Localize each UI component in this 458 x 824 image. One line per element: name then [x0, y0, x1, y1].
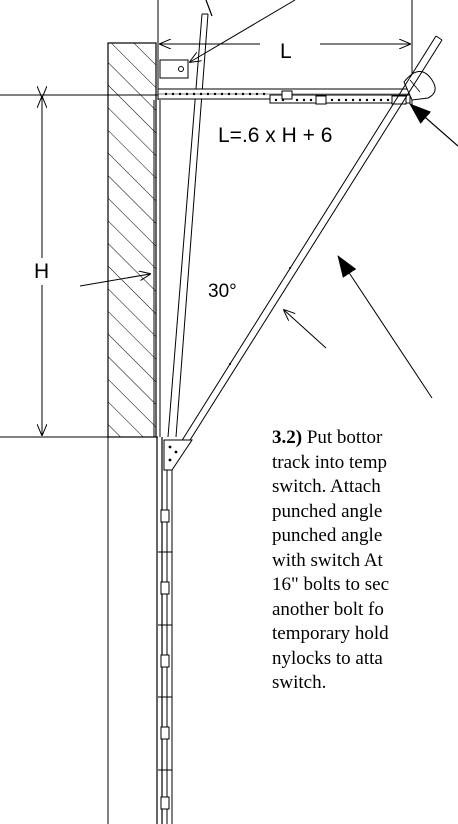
instruction-line: temporary hold [272, 623, 389, 644]
instruction-line: track into temp [272, 451, 388, 473]
switch-body [403, 71, 436, 101]
height-dimension [26, 97, 58, 435]
top-wall-bracket [159, 59, 189, 79]
punched-angle-end-clip [391, 95, 407, 105]
brace-rail-upper [175, 35, 437, 451]
brace-hole [229, 363, 231, 365]
brace-rail-lower [179, 39, 443, 457]
punched-angle [157, 88, 411, 105]
track-bracket [160, 796, 170, 810]
gusset-bolt [168, 445, 172, 449]
instruction-line: 16" bolts to sec [272, 574, 389, 595]
instruction-line: switch. [272, 672, 327, 693]
switch-pointer-arrow [409, 103, 458, 147]
text-pointer-arrow [337, 255, 433, 399]
track-bracket [160, 581, 170, 595]
instruction-line: switch. Attach [272, 476, 381, 497]
angled-pole-right [175, 13, 209, 438]
instruction-line: punched angle [272, 525, 383, 546]
length-label: L [280, 40, 292, 63]
brace-top-end [435, 35, 443, 41]
vertical-track [153, 100, 173, 824]
instruction-line: punched angle [272, 500, 383, 522]
height-label: H [34, 260, 49, 283]
wall-bracket-plate [159, 59, 189, 79]
instruction-text: 3.2) Put bottor track into temp switch. … [272, 426, 458, 696]
track-bracket [160, 509, 170, 523]
wall-hatch [107, 42, 157, 438]
reference-lines [0, 0, 413, 438]
instruction-line: nylocks to atta [272, 647, 383, 669]
punched-angle-clip [281, 90, 293, 100]
switch-detail [409, 79, 421, 93]
track-bracket [160, 654, 170, 668]
limit-switch [403, 71, 436, 101]
pole-tip-pointer [205, 0, 213, 17]
angled-pole [167, 0, 213, 438]
brace-leader-arrow [284, 310, 327, 349]
punched-angle-clip [315, 95, 327, 105]
track-bracket [160, 726, 170, 740]
track-leader-arrow [79, 274, 150, 287]
diagonal-brace [175, 35, 443, 457]
bottom-gusset [163, 439, 193, 471]
punched-holes [164, 92, 390, 102]
angle-label: 30° [208, 281, 237, 302]
brace-hole [289, 267, 291, 269]
gusset-bolt [174, 450, 178, 454]
gusset-bolt [168, 458, 172, 462]
instruction-line: with switch At [272, 549, 383, 571]
angled-pole-left [167, 13, 203, 438]
wall [107, 42, 157, 824]
instruction-line: another bolt fo [272, 598, 384, 620]
bracket-pointer [190, 0, 296, 62]
punched-angle-lower-bar [269, 94, 411, 104]
instruction-line-1: 3.2) Put bottor [272, 427, 383, 448]
track-brackets [158, 509, 172, 810]
top-pointers [190, 0, 296, 62]
wall-bracket-bolt [178, 66, 184, 72]
gusset-plate [163, 439, 193, 471]
step-number: 3.2) [272, 427, 303, 448]
leader-arrows [79, 103, 458, 399]
formula-label: L=.6 x H + 6 [218, 124, 332, 147]
